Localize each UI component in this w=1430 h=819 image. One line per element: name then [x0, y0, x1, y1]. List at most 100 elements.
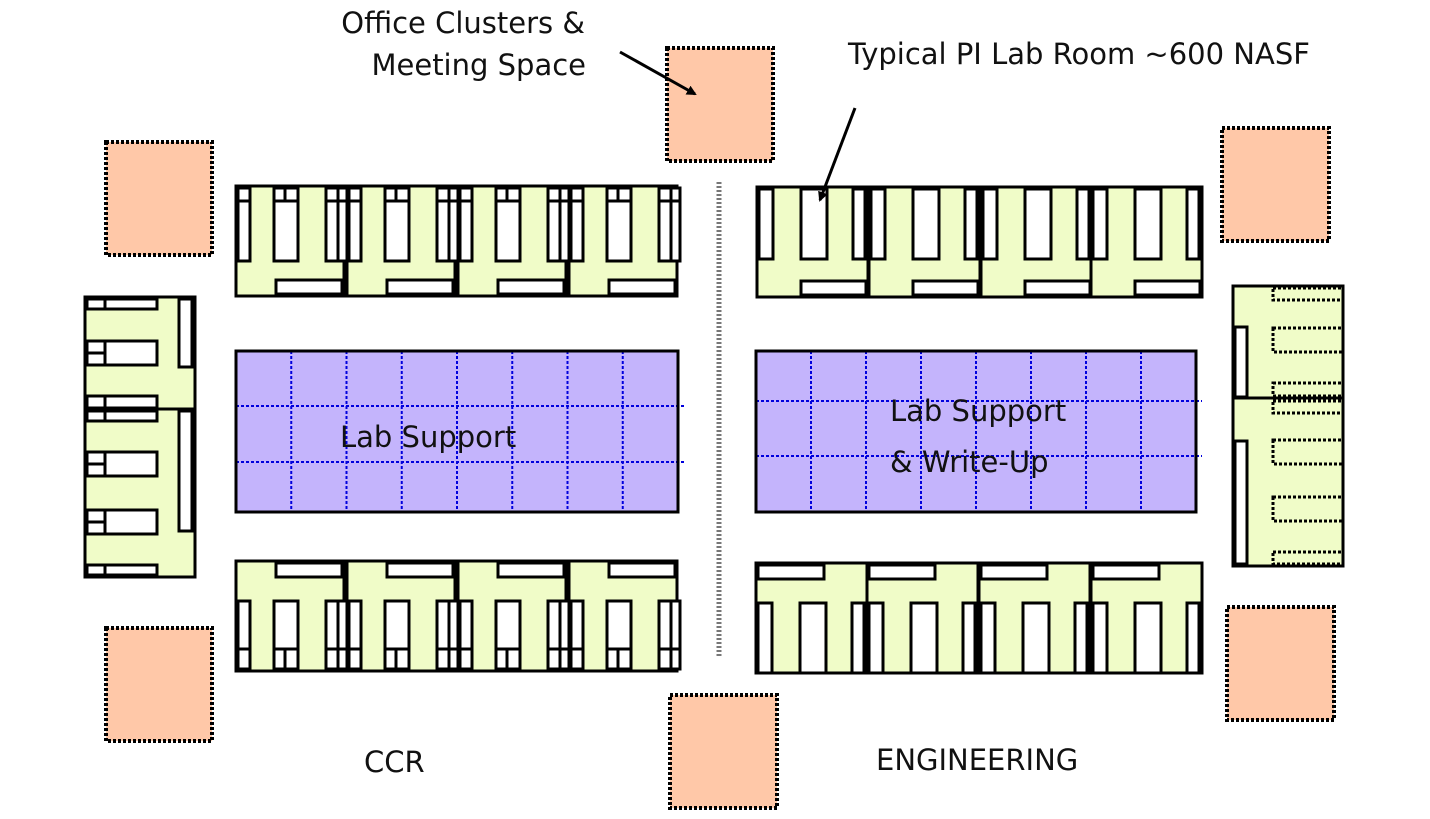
lab-callout-arrow [818, 107, 857, 202]
fume-hood [1271, 286, 1345, 302]
bench [324, 186, 340, 203]
bench [283, 647, 300, 671]
lab-room-outline [83, 407, 197, 579]
lab-room [456, 559, 571, 673]
bench [669, 599, 682, 651]
lab-rooms [83, 184, 1345, 675]
bench [272, 199, 300, 263]
bench [347, 647, 363, 671]
bench [103, 297, 159, 311]
lab-support-outline [754, 349, 1198, 514]
bench [1185, 601, 1201, 675]
bench [657, 199, 673, 263]
lab-room [865, 561, 980, 675]
bench [569, 199, 585, 263]
office-clusters [104, 46, 1336, 810]
bench [669, 647, 682, 671]
bench [435, 186, 451, 203]
lab-support-right-label-line1: Lab Support [890, 394, 1066, 428]
lab-room [234, 559, 349, 673]
bench [347, 186, 363, 203]
bench [799, 187, 829, 261]
fume-hood [1271, 399, 1345, 415]
lab-room [1089, 185, 1204, 299]
bench [394, 647, 411, 671]
bench [494, 647, 509, 671]
bench [505, 186, 522, 203]
lab-room [1231, 396, 1345, 568]
bench [85, 462, 107, 478]
bench [867, 601, 885, 675]
desk [1023, 279, 1092, 297]
bench [616, 186, 633, 203]
bench [1233, 439, 1249, 566]
bench [757, 187, 775, 261]
bench [657, 647, 673, 671]
bench [616, 647, 633, 671]
bench [103, 563, 159, 577]
bench [383, 647, 398, 671]
bench [1021, 601, 1051, 675]
engineering-zone-label: ENGINEERING [876, 743, 1078, 777]
bench [850, 601, 866, 675]
bench [383, 599, 411, 651]
bench [494, 199, 522, 263]
fume-hood [1271, 550, 1345, 566]
ccr-zone-label: CCR [364, 745, 425, 779]
fume-hood [1271, 438, 1345, 466]
office-cluster-block [668, 693, 779, 810]
bench [383, 186, 398, 203]
bench [103, 508, 159, 536]
desk [911, 279, 980, 297]
lab-room [345, 559, 460, 673]
bench [1091, 601, 1109, 675]
bench [1075, 187, 1091, 261]
office-callout-arrow [619, 50, 697, 96]
typical-lab-label: Typical PI Lab Room ~600 NASF [847, 37, 1310, 71]
bench [505, 647, 522, 671]
bench [103, 394, 159, 410]
bench [283, 186, 300, 203]
bench [394, 186, 411, 203]
desk [496, 561, 566, 579]
bench [85, 450, 107, 466]
bench [103, 450, 159, 478]
bench [605, 186, 620, 203]
bench [177, 297, 194, 369]
desk [607, 278, 677, 296]
desk [979, 563, 1049, 581]
desk [756, 563, 826, 581]
office-cluster-block [1220, 126, 1331, 243]
lab-room [567, 184, 682, 298]
lab-room [345, 184, 460, 298]
bench [605, 647, 620, 671]
bench [657, 186, 673, 203]
bench [669, 186, 682, 203]
bench [851, 187, 867, 261]
bench [85, 508, 107, 524]
bench [494, 186, 509, 203]
bench [383, 199, 411, 263]
lab-support-outline [234, 349, 680, 514]
bench [458, 599, 474, 651]
bench [605, 599, 633, 651]
bench [458, 199, 474, 263]
desk [496, 278, 566, 296]
bench [963, 187, 979, 261]
bench [569, 186, 585, 203]
lab-room [456, 184, 571, 298]
bench [272, 647, 287, 671]
desk [1091, 563, 1161, 581]
lab-room-outline [1231, 284, 1345, 400]
bench [961, 601, 977, 675]
bench [347, 599, 363, 651]
bench [1023, 187, 1053, 261]
bench [272, 599, 300, 651]
bench [236, 186, 252, 203]
bench [911, 187, 941, 261]
bench [569, 599, 585, 651]
bench [1073, 601, 1089, 675]
bench [85, 351, 107, 367]
desk [799, 279, 868, 297]
